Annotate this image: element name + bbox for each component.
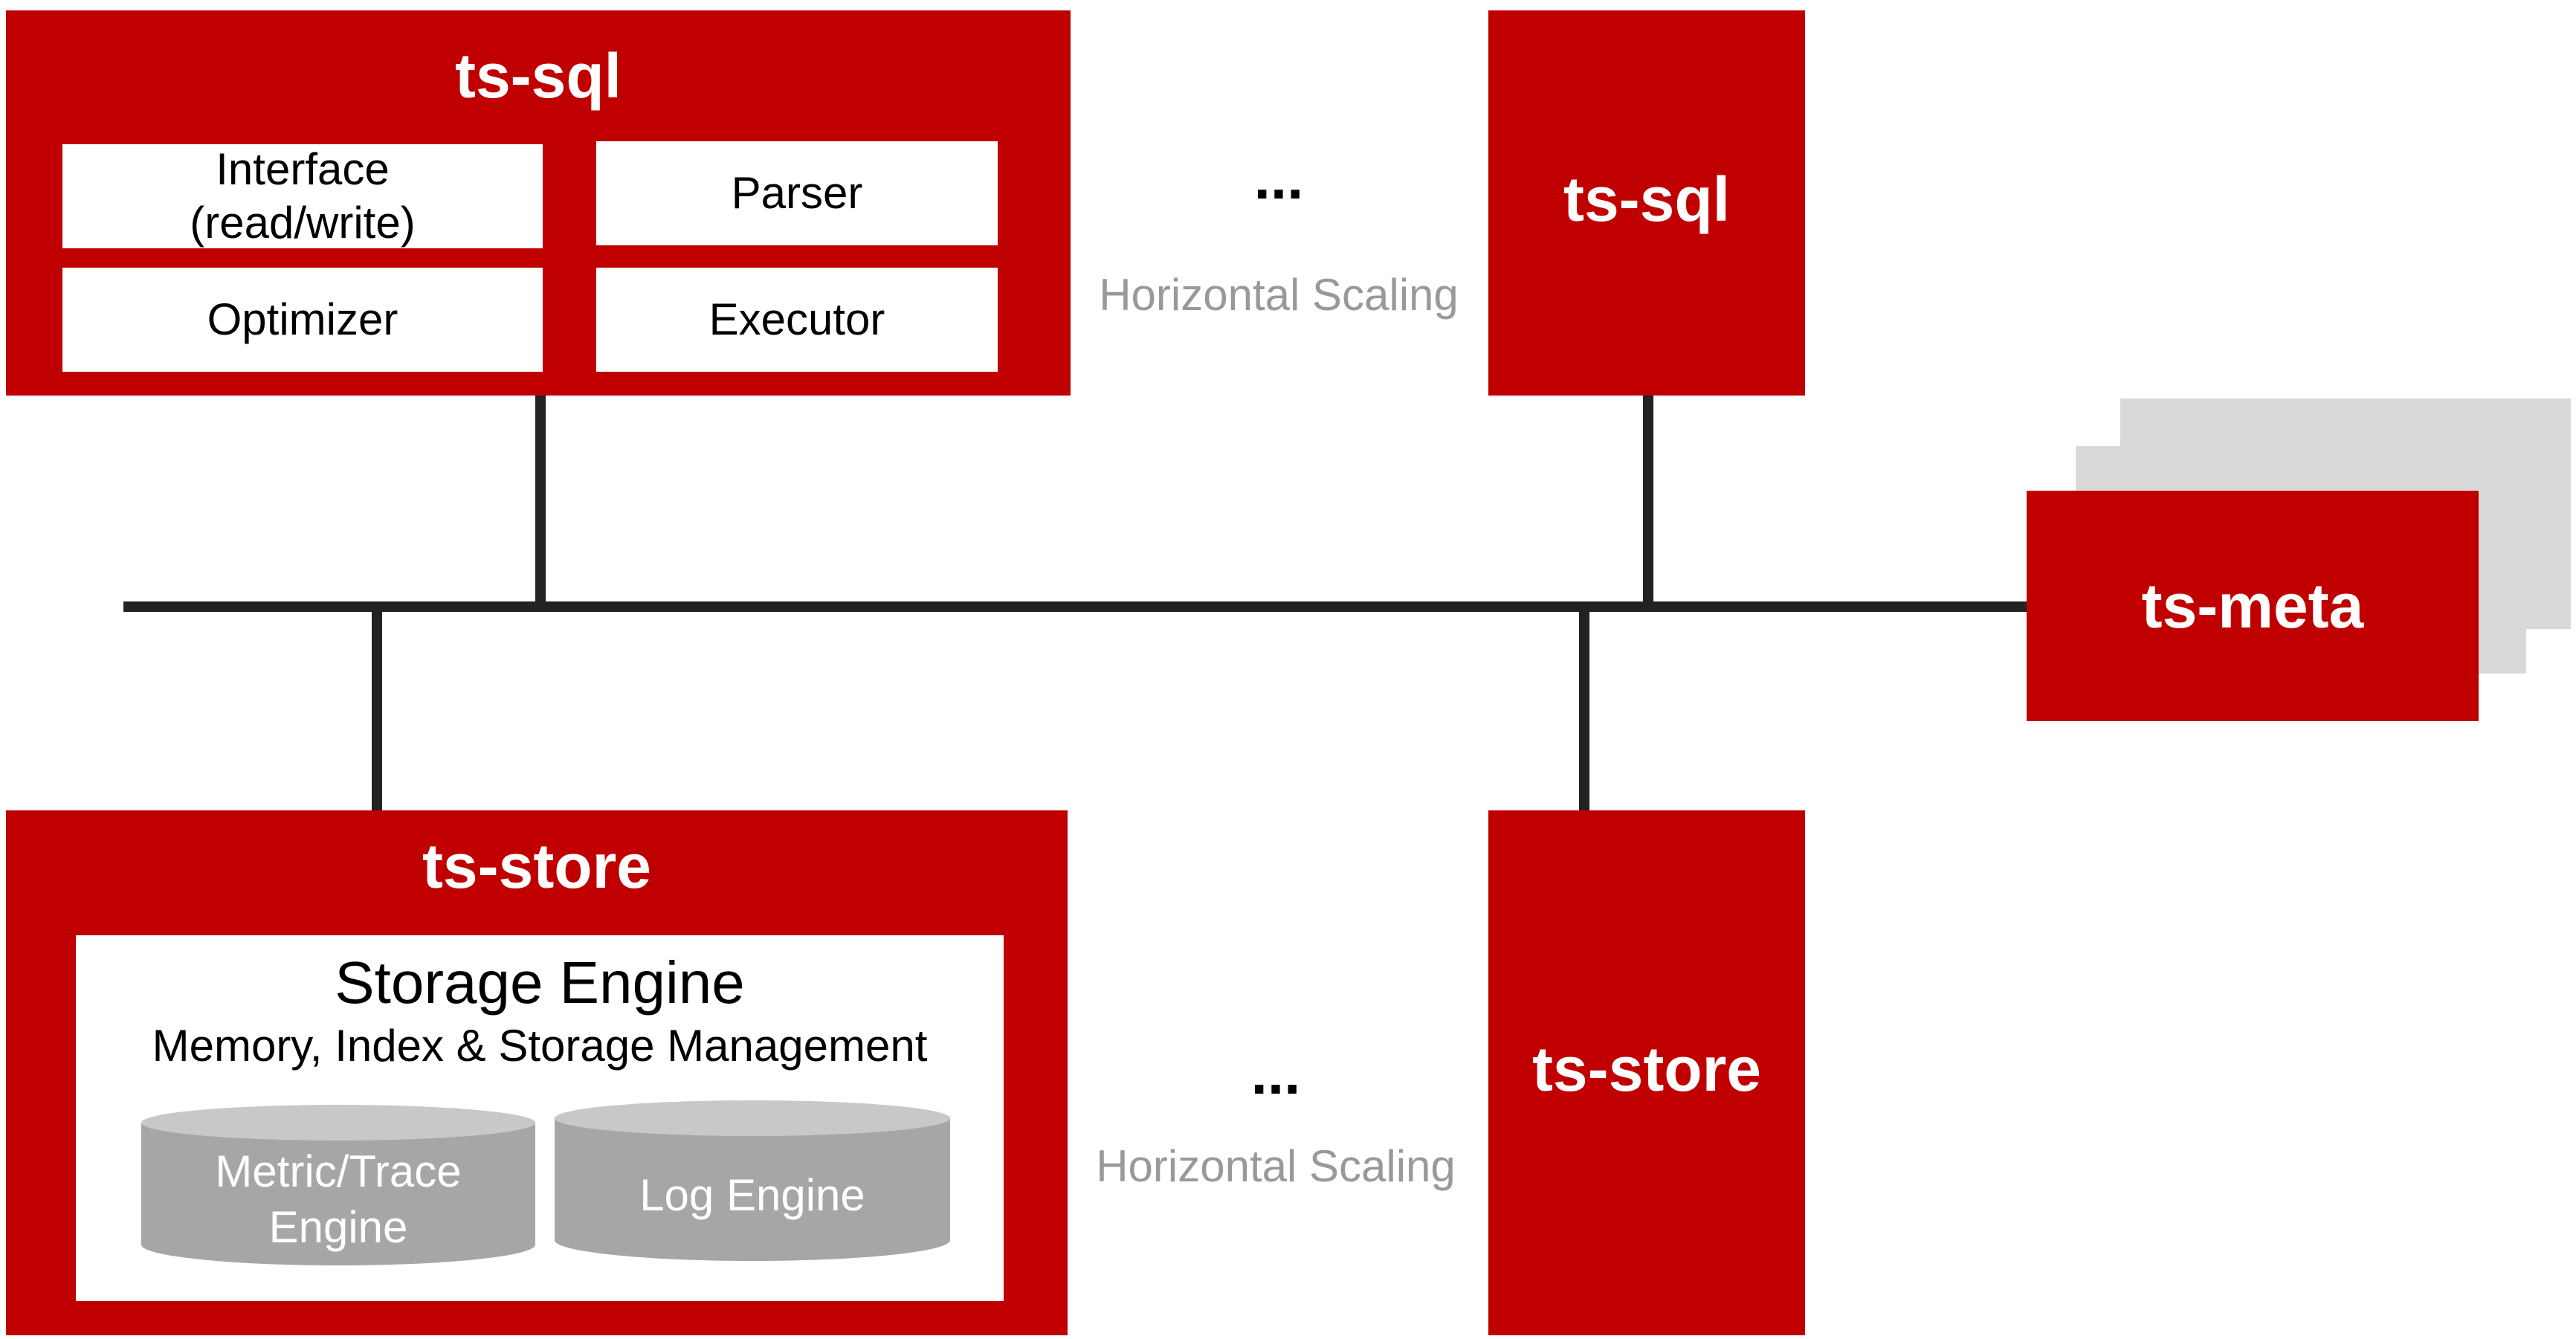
- store-horizontal-scaling-label: Horizontal Scaling: [1096, 1141, 1456, 1191]
- ts-store-replica-node: ts-store: [1488, 810, 1805, 1335]
- sql-replica-connector: [1643, 393, 1653, 608]
- executor-module-label: Executor: [708, 294, 885, 344]
- interface-module-label: Interface: [216, 144, 390, 194]
- sql-horizontal-scaling-label: Horizontal Scaling: [1099, 270, 1459, 320]
- storage-engine-title: Storage Engine: [335, 949, 745, 1016]
- store-ellipsis: ...: [1250, 1040, 1301, 1106]
- ts-meta-node: ts-meta: [2027, 491, 2479, 721]
- metric-trace-label-line2: Engine: [268, 1202, 408, 1252]
- ts-sql-replica-node: ts-sql: [1488, 10, 1805, 396]
- store-replica-connector: [1579, 606, 1589, 811]
- bus-line: [123, 601, 2034, 612]
- ts-store-main-node: ts-store Storage Engine Memory, Index & …: [6, 810, 1068, 1335]
- interface-module: Interface (read/write): [62, 144, 543, 248]
- store-main-connector: [372, 606, 382, 811]
- parser-module-label: Parser: [731, 168, 863, 218]
- sql-main-connector: [535, 393, 546, 608]
- ts-sql-main-title: ts-sql: [454, 40, 622, 111]
- metric-trace-engine-label: Metric/Trace Engine: [140, 1136, 537, 1262]
- metric-trace-engine-cylinder: [141, 1105, 535, 1265]
- executor-module: Executor: [596, 268, 998, 372]
- metric-trace-label-line1: Metric/Trace: [215, 1146, 462, 1196]
- log-engine-label: Log Engine: [639, 1169, 865, 1220]
- ts-store-main-title: ts-store: [422, 830, 652, 901]
- storage-engine-subtitle: Memory, Index & Storage Management: [152, 1021, 928, 1071]
- sql-ellipsis: ...: [1253, 145, 1304, 211]
- storage-engine-panel: Storage Engine Memory, Index & Storage M…: [76, 935, 1004, 1301]
- ts-sql-main-node: ts-sql Interface (read/write) Parser Opt…: [6, 10, 1071, 396]
- parser-module: Parser: [596, 141, 998, 245]
- optimizer-module: Optimizer: [62, 268, 543, 372]
- log-engine-cylinder: [555, 1100, 950, 1261]
- optimizer-module-label: Optimizer: [207, 294, 398, 344]
- interface-module-sublabel: (read/write): [190, 198, 416, 248]
